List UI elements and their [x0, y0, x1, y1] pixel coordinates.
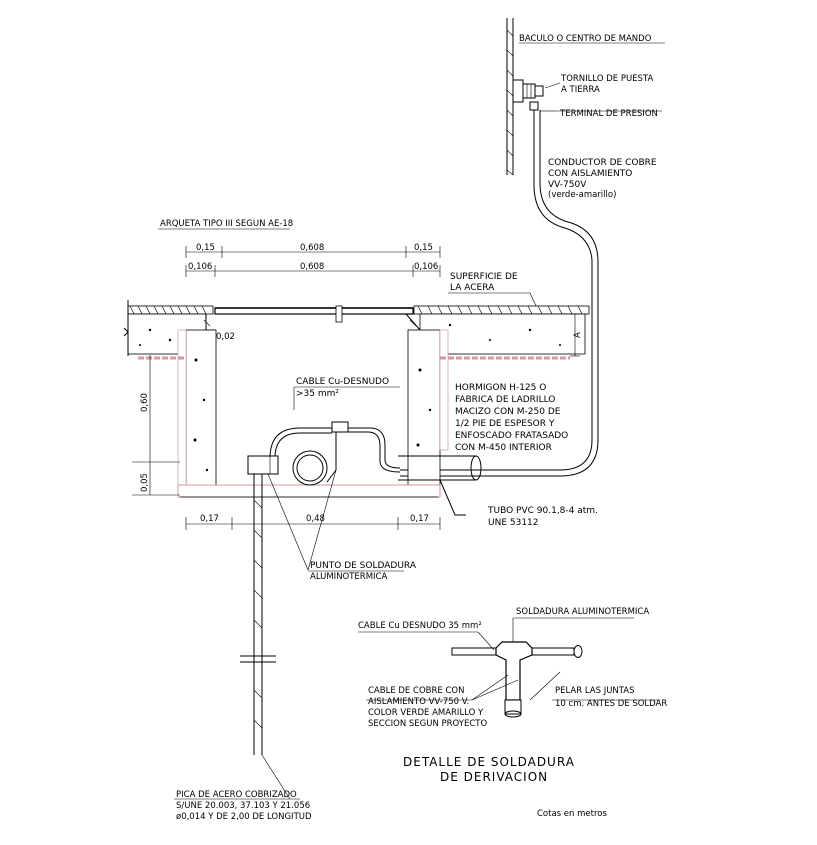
label-punto-1: PUNTO DE SOLDADURA [310, 561, 417, 571]
insulated-conductor-outline [400, 110, 599, 477]
insulated-conductor [400, 110, 593, 471]
arqueta-cover [203, 305, 421, 331]
label-punto-2: ALUMINOTERMICA [310, 572, 387, 582]
label-pica-2: S/UNE 20.003, 37.103 Y 21.056 [176, 801, 310, 811]
bare-cable [247, 421, 401, 486]
label-hormigon-2: FABRICA DE LADRILLO [455, 395, 555, 405]
dim-base: 0,05 [140, 473, 150, 492]
dim-bottom-right: 0,17 [410, 514, 429, 524]
label-superficie-2: LA ACERA [450, 283, 495, 293]
label-cable-desnudo: CABLE Cu-DESNUDO [296, 377, 389, 387]
label-cotas: Cotas en metros [537, 809, 607, 819]
detail-title-1: DETALLE DE SOLDADURA [403, 755, 575, 769]
label-tubo-1: TUBO PVC 90.1,8-4 atm. [487, 506, 598, 516]
label-hormigon-3: MACIZO CON M-250 DE [455, 407, 561, 417]
dim-gap: 0,02 [216, 332, 235, 342]
label-baculo: BACULO O CENTRO DE MANDO [519, 34, 652, 44]
dim-level: A [573, 332, 583, 338]
pvc-tube [398, 455, 482, 516]
label-tornillo-1: TORNILLO DE PUESTA [560, 74, 653, 84]
label-pelar-2: 10 cm. ANTES DE SOLDAR [555, 699, 667, 709]
label-detail-cable: CABLE Cu DESNUDO 35 mm² [358, 621, 482, 631]
label-conductor-1: CONDUCTOR DE COBRE [548, 158, 657, 168]
dim-sec-mid: 0,608 [300, 262, 324, 272]
label-conductor-3: VV-750V [548, 180, 587, 190]
dim-height: 0,60 [140, 393, 150, 412]
label-superficie-1: SUPERFICIE DE [450, 272, 518, 282]
label-hormigon-1: HORMIGON H-125 O [455, 383, 546, 393]
label-conductor-4: (verde-amarillo) [548, 190, 616, 200]
label-detail-cobre-4: SECCION SEGUN PROYECTO [368, 719, 487, 729]
label-detail-cobre-3: COLOR VERDE AMARILLO Y [368, 708, 484, 718]
dim-bottom-left: 0,17 [200, 514, 219, 524]
detail-title-2: DE DERIVACION [440, 770, 548, 784]
label-conductor-2: CON AISLAMIENTO [548, 169, 632, 179]
dimension-top [185, 246, 441, 277]
dimension-bottom [185, 517, 441, 530]
label-pica-1: PICA DE ACERO COBRIZADO [176, 790, 297, 800]
label-arqueta: ARQUETA TIPO III SEGUN AE-18 [160, 219, 293, 229]
label-tubo-2: UNE 53112 [488, 518, 539, 528]
arqueta-walls [138, 329, 570, 498]
dim-top-left: 0,15 [196, 243, 215, 253]
label-detail-soldadura: SOLDADURA ALUMINOTERMICA [516, 607, 649, 617]
label-hormigon-5: ENFOSCADO FRATASADO [455, 431, 568, 441]
label-cable-section: >35 mm² [296, 389, 339, 399]
label-pica-3: ø0,014 Y DE 2,00 DE LONGITUD [176, 812, 312, 822]
weld-detail [358, 617, 660, 718]
label-pelar-1: PELAR LAS JUNTAS [555, 686, 635, 696]
ground-rod [240, 474, 276, 755]
dim-sec-left: 0,106 [188, 262, 212, 272]
label-detail-cobre-1: CABLE DE COBRE CON [368, 686, 464, 696]
dim-top-right: 0,15 [414, 243, 433, 253]
label-hormigon-4: 1/2 PIE DE ESPESOR Y [455, 419, 555, 429]
pole [506, 18, 665, 176]
label-hormigon-6: CON M-450 INTERIOR [455, 443, 552, 453]
label-detail-cobre-2: AISLAMIENTO VV-750 V. [368, 697, 469, 707]
dim-sec-right: 0,106 [414, 262, 438, 272]
label-tornillo-2: A TIERRA [561, 85, 600, 95]
label-terminal: TERMINAL DE PRESION [559, 109, 658, 119]
dim-top-mid: 0,608 [300, 243, 324, 253]
dim-bottom-mid: 0,48 [306, 514, 325, 524]
